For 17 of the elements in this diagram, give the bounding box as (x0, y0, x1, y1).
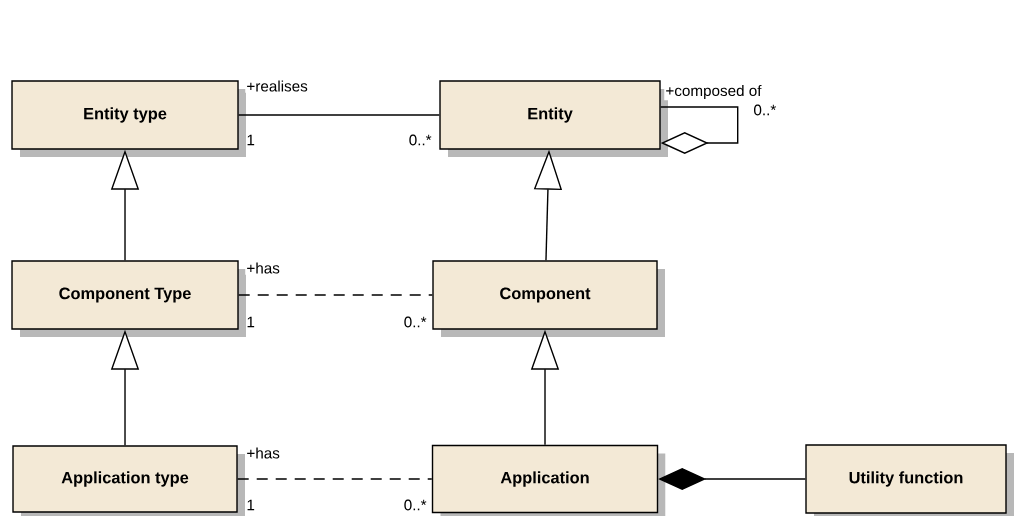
multiplicity-label: 0..* (409, 134, 432, 146)
multiplicity-label: 0..* (754, 104, 777, 116)
class-box: Utility function (805, 444, 1014, 516)
role-label: +composed of (664, 83, 763, 101)
class-box: Component (432, 260, 665, 337)
association-line (237, 478, 433, 480)
class-box: Application type (12, 445, 245, 516)
class-box: Application (431, 444, 666, 516)
class-box: Component Type (11, 260, 246, 337)
association-line (238, 114, 440, 116)
association-line (238, 294, 433, 296)
multiplicity-label: 0..* (404, 499, 427, 511)
aggregation-arrow (660, 106, 739, 154)
role-label: +realises (245, 79, 309, 93)
role-label: +has (245, 446, 282, 460)
class-box: Entity type (11, 80, 246, 157)
role-label: +has (245, 261, 282, 275)
